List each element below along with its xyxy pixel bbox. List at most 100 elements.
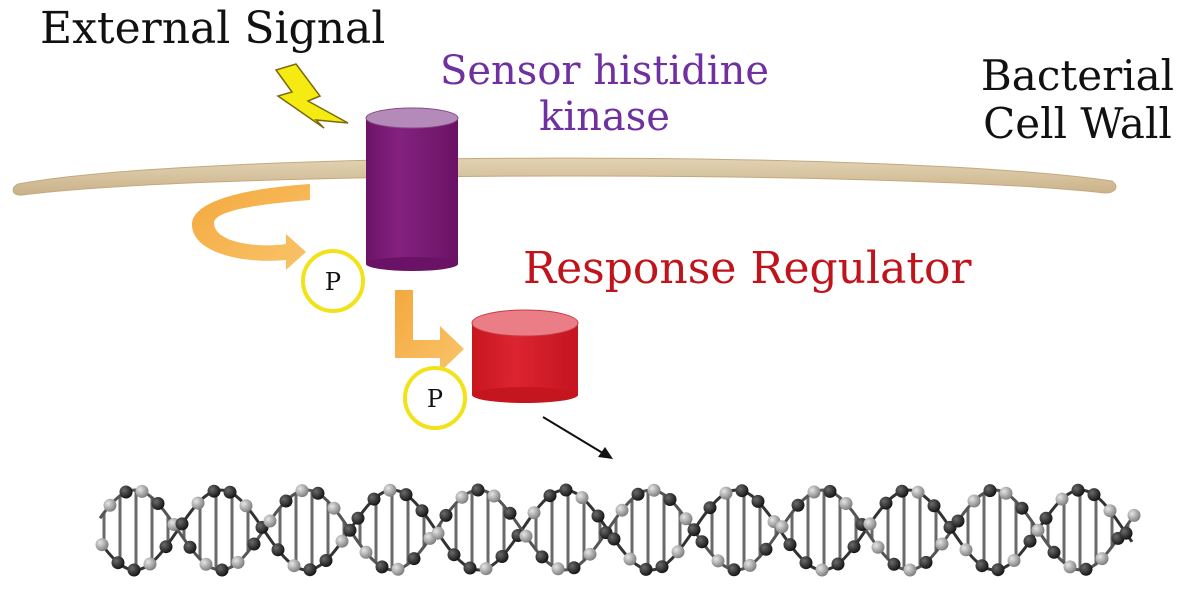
dna-atom [359, 545, 373, 559]
dna-atom [623, 552, 637, 566]
dna-atom [487, 489, 501, 503]
dna-atom [119, 485, 133, 499]
sensor-kinase-label: Sensor histidine kinase [432, 48, 777, 140]
dna-atom [559, 483, 573, 497]
dna-atom [655, 560, 669, 574]
dna-atom [543, 489, 557, 503]
dna-atom [479, 562, 493, 576]
dna-atom [407, 552, 421, 566]
dna-atom [431, 526, 445, 540]
response-regulator-cylinder [471, 309, 579, 403]
dna-atom [935, 537, 949, 551]
dna-atom [583, 547, 597, 561]
dna-atom [263, 514, 277, 528]
dna-atom [1071, 483, 1085, 497]
cell-wall-label-line1: Bacterial [980, 51, 1175, 100]
dna-atom [775, 520, 789, 534]
cell-membrane [12, 157, 1117, 196]
dna-atom [663, 493, 677, 506]
dna-atom [271, 543, 285, 557]
phosphate-label-2: P [427, 385, 443, 413]
dna-atom [199, 557, 213, 571]
dna-atom [831, 557, 845, 571]
dna-atom [327, 501, 341, 515]
dna-atom [1039, 511, 1053, 525]
dna-atom [719, 486, 733, 500]
dna-atom [919, 555, 933, 569]
dna-atom [567, 561, 581, 575]
dna-atom [351, 511, 365, 525]
dna-atom [103, 498, 117, 512]
dna-atom [983, 484, 997, 498]
dna-atom [759, 542, 773, 556]
dna-binding-arrow [542, 416, 613, 459]
dna-atom [247, 537, 261, 551]
dna-atom [135, 484, 149, 498]
dna-atom [631, 487, 645, 501]
dna-atom [215, 563, 229, 577]
dna-atom [871, 540, 885, 554]
dna-atom [471, 483, 485, 497]
dna-atom [839, 497, 853, 510]
external-signal-label: External Signal [40, 3, 386, 54]
lightning-bolt-icon [274, 63, 349, 129]
dna-atom [183, 540, 197, 554]
dna-atom [151, 497, 165, 510]
dna-atom [447, 548, 461, 562]
dna-atom [127, 563, 141, 577]
dna-atom [863, 517, 877, 531]
phosphate-group-2: P [403, 366, 467, 430]
dna-atom [903, 563, 917, 577]
dna-atom [1127, 508, 1141, 522]
dna-atom [159, 540, 173, 554]
dna-atom [639, 562, 653, 576]
dna-atom [615, 503, 629, 517]
dna-atom [687, 523, 701, 537]
dna-atom [1055, 492, 1069, 506]
dna-atom [1047, 545, 1061, 559]
dna-atom [1095, 552, 1109, 566]
dna-atom [671, 545, 685, 559]
dna-atom [967, 494, 981, 508]
dna-atom [743, 558, 757, 572]
dna-atom [727, 563, 741, 577]
dna-atom [975, 559, 989, 573]
dna-atom [1063, 560, 1077, 574]
sensor-kinase-label-line1: Sensor histidine [439, 48, 770, 94]
dna-atom [303, 563, 317, 577]
dna-atom [791, 498, 805, 512]
dna-atom [295, 484, 309, 498]
dna-atom [207, 484, 221, 498]
dna-atom [823, 484, 837, 498]
dna-atom [463, 561, 477, 575]
dna-atom [607, 532, 621, 546]
phosphate-group-1: P [301, 249, 365, 313]
dna-atom [287, 559, 301, 573]
dna-atom [1087, 488, 1101, 502]
dna-atom [111, 556, 125, 570]
dna-atom [879, 496, 893, 510]
dna-atom [191, 496, 205, 510]
dna-atom [991, 563, 1005, 577]
dna-atom [1031, 523, 1045, 537]
dna-atom [927, 499, 941, 513]
dna-atom [751, 494, 765, 508]
dna-atom [279, 494, 293, 508]
dna-atom [711, 554, 725, 568]
dna-atom [343, 523, 357, 537]
dna-atom [703, 501, 717, 515]
dna-atom [895, 484, 909, 498]
dna-atom [399, 488, 413, 502]
dna-atom [551, 562, 565, 576]
dna-atom [375, 560, 389, 574]
dna-atom [783, 538, 797, 552]
dna-atom [1079, 562, 1093, 576]
dna-atom [367, 492, 381, 506]
dna-atom [455, 490, 469, 504]
dna-atom [335, 534, 349, 548]
dna-atom [175, 517, 189, 531]
dna-atom [951, 514, 965, 528]
dna-atom [519, 529, 533, 543]
phosphate-label-1: P [325, 268, 341, 296]
